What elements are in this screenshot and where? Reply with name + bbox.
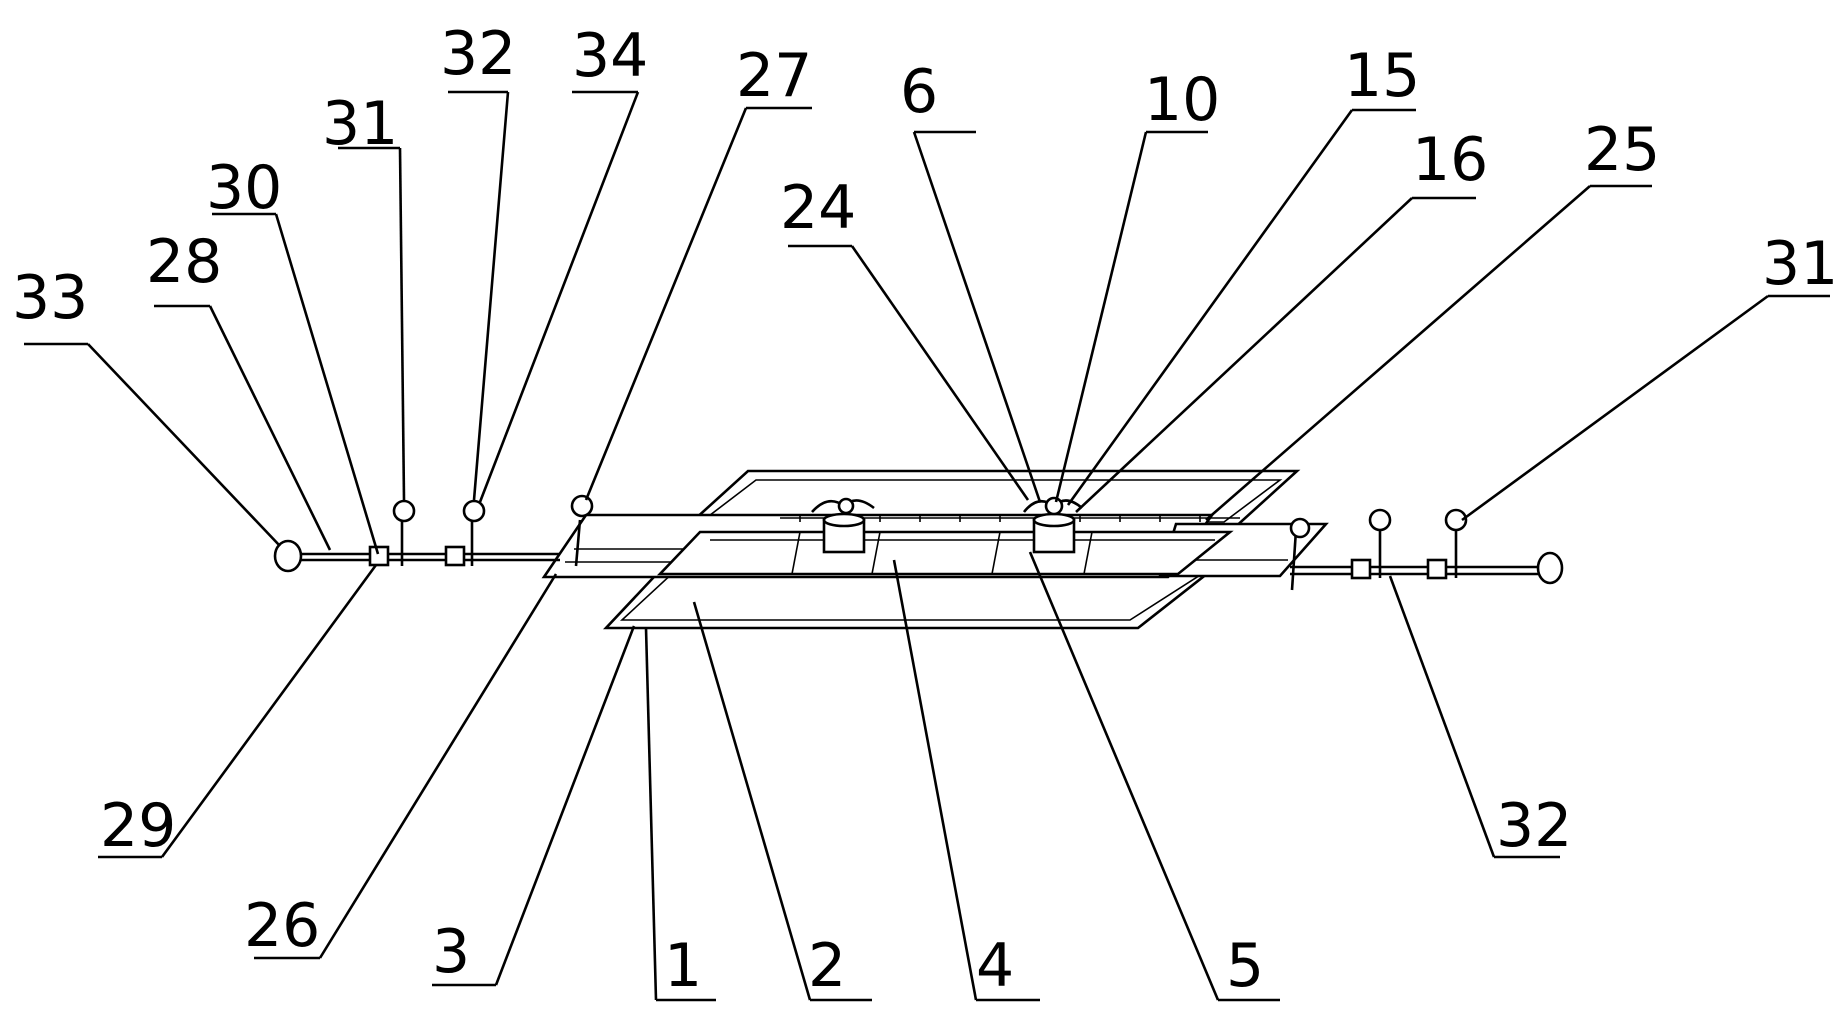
back-plate-inner	[698, 479, 1283, 523]
label-3: 3	[432, 917, 470, 987]
label-25: 25	[1584, 115, 1660, 185]
label-26: 26	[244, 891, 320, 961]
label-28: 28	[146, 227, 222, 297]
label-32-right: 32	[1496, 791, 1572, 861]
label-1: 1	[664, 931, 702, 1001]
label-33: 33	[12, 263, 88, 333]
label-31-left: 31	[322, 89, 398, 159]
label-15: 15	[1344, 41, 1420, 111]
label-5: 5	[1226, 931, 1264, 1001]
leader-lines	[24, 90, 1830, 1002]
label-32-left: 32	[440, 19, 516, 89]
label-31-right: 31	[1762, 229, 1838, 299]
label-24: 24	[780, 173, 856, 243]
label-34: 34	[572, 21, 648, 91]
middle-plate	[656, 530, 1234, 576]
label-4: 4	[976, 931, 1014, 1001]
right-rod	[1289, 508, 1564, 591]
reference-numerals: 33 28 30 31 32 34 27 24 6 10 15 16 25 31…	[12, 19, 1838, 1001]
label-16: 16	[1412, 125, 1488, 195]
mechanism-drawing	[273, 469, 1564, 630]
label-27: 27	[736, 41, 812, 111]
label-2: 2	[808, 931, 846, 1001]
right-clamp-block	[1022, 496, 1083, 554]
label-29: 29	[100, 791, 176, 861]
label-30: 30	[206, 153, 282, 223]
left-clamp-block	[811, 497, 875, 554]
left-rod	[273, 494, 594, 573]
label-10: 10	[1144, 65, 1220, 135]
label-6: 6	[900, 57, 938, 127]
